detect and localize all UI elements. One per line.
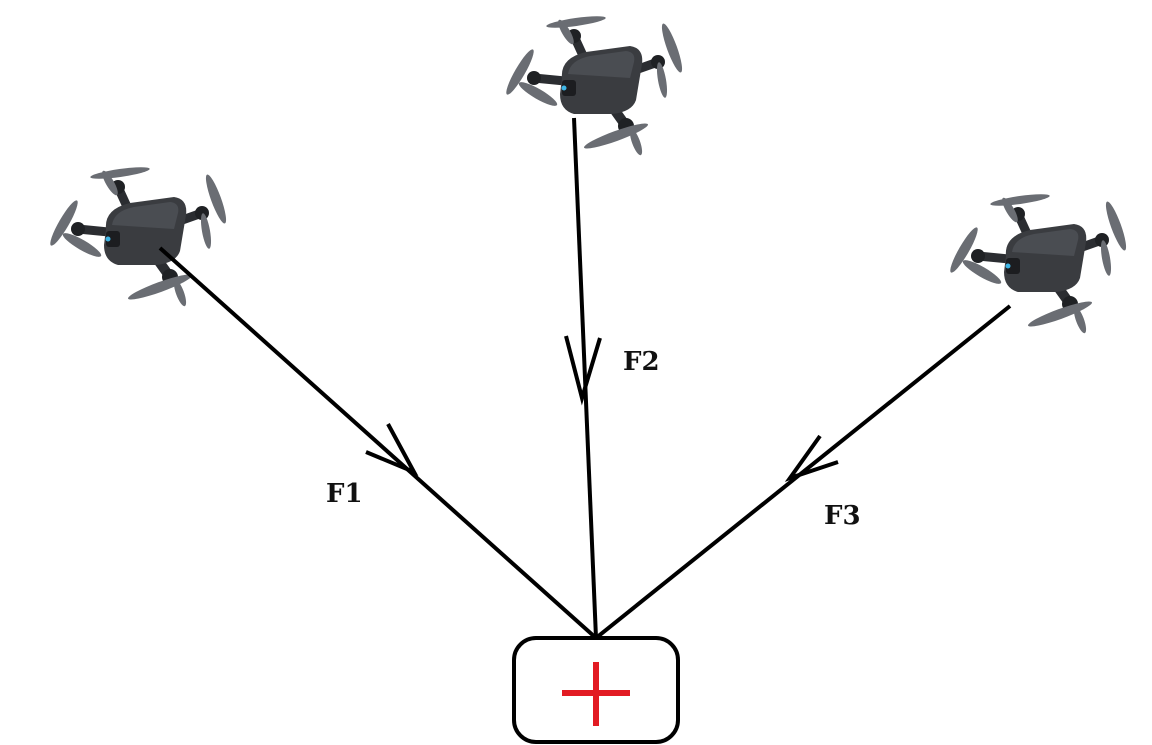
force-label-f3: F3 xyxy=(824,501,861,531)
drone-top xyxy=(503,14,686,157)
force-line-f1 xyxy=(158,246,598,640)
force-label-f2: F2 xyxy=(623,347,660,377)
arrowhead-f2 xyxy=(564,335,602,406)
arrowhead-f1 xyxy=(365,423,419,477)
arrowhead-f3 xyxy=(784,434,839,482)
drone-right xyxy=(947,192,1130,335)
force-label-f1: F1 xyxy=(326,479,363,509)
medical-cross-icon xyxy=(562,662,630,726)
force-line-f2 xyxy=(572,117,598,639)
payload-box xyxy=(512,636,680,744)
